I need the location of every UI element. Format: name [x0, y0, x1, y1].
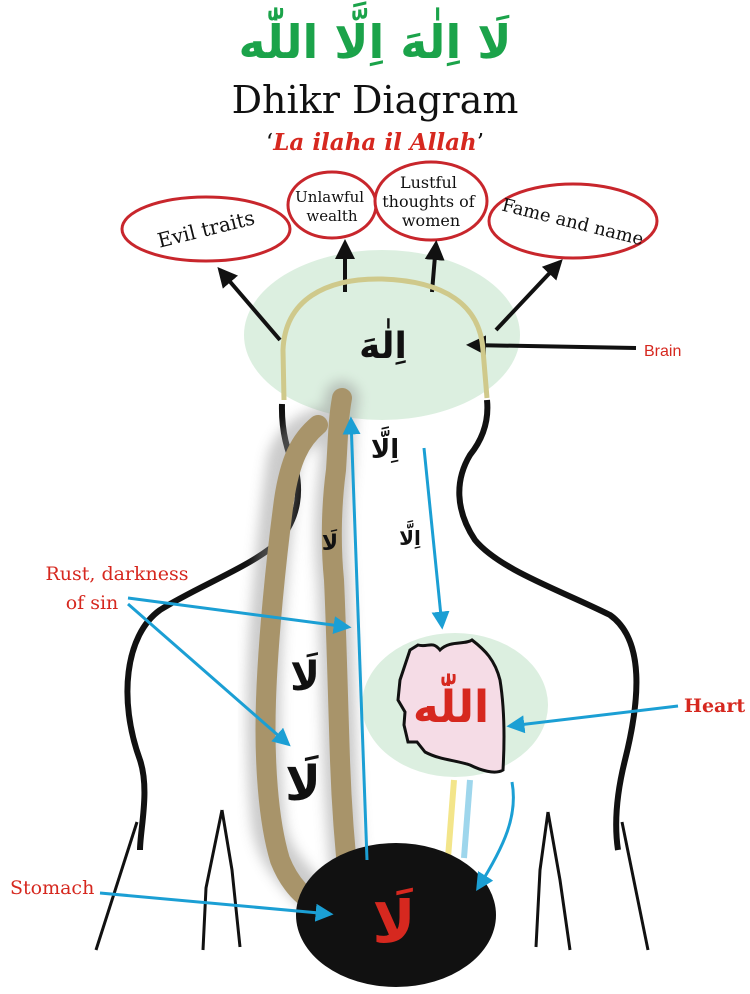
arabic-stomach-la: لَا	[372, 887, 415, 956]
vessel-yellow	[448, 780, 454, 858]
arabic-la-large-1: لَا	[290, 652, 320, 700]
subtitle-text: La ilaha il Allah	[272, 129, 477, 156]
lustful-line-3: women	[402, 211, 460, 230]
arm-left-inner	[203, 810, 240, 950]
lustful-line-1: Lustful	[400, 173, 457, 192]
unlawful-line-2: wealth	[306, 207, 357, 225]
heart-to-stomach-arrow	[478, 782, 513, 888]
rust-tube	[264, 398, 351, 904]
bubble-fame-and-name: Fame and name	[489, 184, 657, 258]
subtitle-quote-open: ‘	[266, 130, 273, 156]
subtitle: ‘La ilaha il Allah’	[266, 129, 484, 156]
arabic-neck-illa: اِلَّا	[371, 425, 399, 465]
neck-down-arrow	[424, 448, 442, 626]
arabic-la-large-2: لَا	[285, 754, 321, 812]
stomach-label: Stomach	[10, 877, 94, 899]
bubble-evil-traits: Evil traits	[122, 197, 290, 261]
rust-label-line-1: Rust, darkness	[45, 563, 188, 585]
rust-label: Rust, darkness of sin	[45, 563, 194, 614]
arabic-neck-illa-small: اِلَّا	[399, 520, 421, 550]
bubble-lustful-thoughts: Lustful thoughts of women	[375, 162, 487, 240]
vessel-blue	[464, 780, 470, 858]
bubble-unlawful-wealth: Unlawful wealth	[288, 172, 376, 238]
arm-right-outer	[622, 822, 648, 950]
arrow-up-right-icon	[496, 262, 560, 330]
arm-left-outer	[96, 822, 137, 950]
lustful-line-2: thoughts of	[382, 192, 476, 211]
arabic-heart-allah: اللّٰه	[413, 673, 489, 733]
arabic-title: لَا اِلٰهَ اِلَّا اللّٰه	[239, 0, 512, 69]
subtitle-quote-close: ’	[477, 130, 484, 156]
brain-label: Brain	[644, 343, 681, 360]
arm-right-inner	[536, 812, 570, 950]
body-outline-right	[459, 400, 636, 850]
heart-label: Heart	[684, 695, 745, 717]
page-title: Dhikr Diagram	[232, 78, 519, 122]
arabic-la-small: لَا	[322, 529, 338, 556]
rust-label-line-2: of sin	[66, 592, 119, 614]
unlawful-line-1: Unlawful	[295, 188, 364, 206]
